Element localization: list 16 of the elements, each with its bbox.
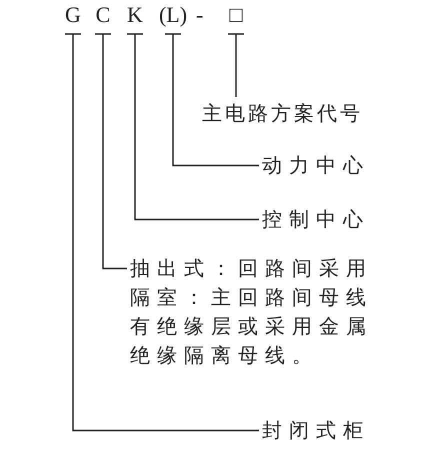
- description-text: 控制中心: [262, 205, 377, 234]
- description-text: 主电路方案代号: [202, 99, 377, 128]
- separator-dash: -: [196, 2, 204, 28]
- description-text: 抽出式：回路间采用隔室：主回路间母线有绝缘层或采用金属绝缘隔离母线。: [130, 254, 380, 370]
- leader-line: [164, 33, 260, 166]
- code-letter: C: [93, 2, 113, 28]
- description-text: 封闭式柜: [262, 416, 377, 445]
- code-letter: K: [125, 2, 145, 28]
- leader-line: [94, 33, 128, 270]
- code-letter: G: [63, 2, 83, 28]
- description-text: 动力中心: [262, 151, 377, 180]
- code-letter: (L): [156, 2, 190, 28]
- leader-line: [64, 33, 260, 432]
- leader-line: [126, 33, 260, 220]
- placeholder-symbol: □: [226, 2, 246, 28]
- leader-line: [227, 33, 245, 98]
